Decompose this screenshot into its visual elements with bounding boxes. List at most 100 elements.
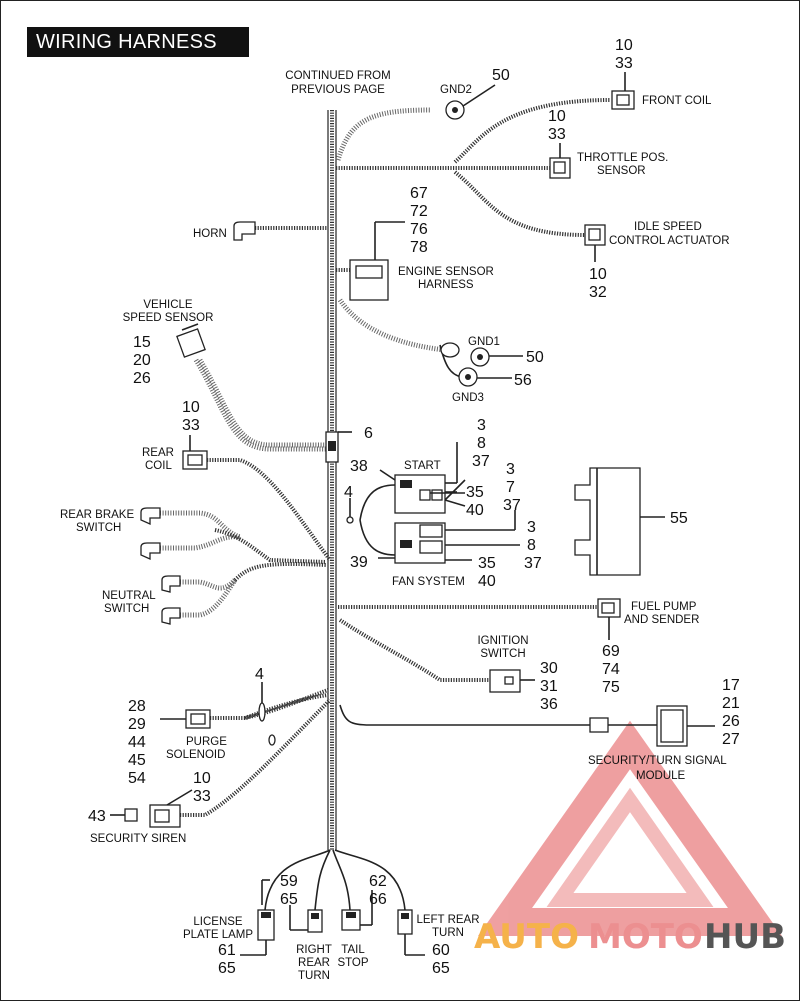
- purge-ref-1: 28: [128, 698, 146, 715]
- idle-wire: [453, 170, 586, 237]
- relay-38-ref: 38: [350, 458, 368, 475]
- rear-coil-ref-1: 10: [182, 399, 200, 416]
- engine-ref-3: 76: [410, 221, 428, 238]
- watermark-logo: [477, 720, 783, 936]
- fuel-pump-ref-3: 75: [602, 679, 620, 696]
- license-label-2: PLATE LAMP: [183, 929, 253, 941]
- purge-wire: [210, 688, 329, 720]
- purge-label-1: PURGE: [186, 736, 227, 748]
- siren-ref-1: 10: [193, 770, 211, 787]
- engine-ref-1: 67: [410, 185, 428, 202]
- idle-ref-2: 32: [589, 284, 607, 301]
- fan-ref-2: 8: [527, 537, 536, 554]
- right-rear-label-2: REAR: [298, 957, 330, 969]
- fan-39-ref: 39: [350, 554, 368, 571]
- rear-brake-connector-1: [140, 507, 161, 526]
- watermark-auto: AUTO: [474, 917, 579, 957]
- rear-brake-connector-2: [140, 542, 161, 561]
- gnd3-ref: 56: [514, 372, 532, 389]
- right-rear-label-1: RIGHT: [296, 944, 332, 956]
- module-55: [574, 467, 665, 576]
- speed-label-1: VEHICLE: [143, 299, 193, 311]
- front-coil-label: FRONT COIL: [642, 95, 712, 107]
- fuel-pump-ref-1: 69: [602, 643, 620, 660]
- security-module-ref-2: 21: [722, 695, 740, 712]
- fan-ref-1: 3: [527, 519, 536, 536]
- start-label: START: [404, 460, 441, 472]
- speed-sensor-connector: [176, 328, 206, 358]
- relay-right-ref-1: 3: [506, 461, 515, 478]
- rear-brake-label-1: REAR BRAKE: [60, 509, 134, 521]
- throttle-ref-1: 10: [548, 108, 566, 125]
- start-ref-2: 8: [477, 435, 486, 452]
- gnd2-wire: [335, 107, 431, 161]
- security-module-ref-1: 17: [722, 677, 740, 694]
- fuel-pump-label-1: FUEL PUMP: [631, 601, 697, 613]
- right-rear-label-3: TURN: [298, 970, 330, 982]
- right-rear-ref-2: 65: [280, 891, 298, 908]
- rear-coil-label-2: COIL: [145, 460, 172, 472]
- engine-ref-4: 78: [410, 239, 428, 256]
- security-module-ref-4: 27: [722, 731, 740, 748]
- throttle-label-2: SENSOR: [597, 165, 646, 177]
- relay-4-ref: 4: [344, 484, 353, 501]
- gnd-wire: [337, 298, 446, 353]
- idle-label-1: IDLE SPEED: [634, 221, 702, 233]
- front-coil-ref-1: 10: [615, 37, 633, 54]
- left-rear-ref-2: 65: [432, 960, 450, 977]
- speed-ref-2: 20: [133, 352, 151, 369]
- tail-ref-1: 62: [369, 873, 387, 890]
- fan-ref-3: 37: [524, 555, 542, 572]
- clip-4-ref: 4: [255, 666, 264, 683]
- ignition-ref-3: 36: [540, 696, 558, 713]
- connector-6-ref: 6: [364, 425, 373, 442]
- start-ref-1: 3: [477, 417, 486, 434]
- ignition-ref-2: 31: [540, 678, 558, 695]
- ignition-label-2: SWITCH: [480, 648, 525, 660]
- rear-brake-label-2: SWITCH: [76, 522, 121, 534]
- purge-ref-5: 54: [128, 770, 146, 787]
- fuel-pump-ref-2: 74: [602, 661, 620, 678]
- start-ref-3: 37: [472, 453, 490, 470]
- security-module-ref-3: 26: [722, 713, 740, 730]
- continued-label-1: CONTINUED FROM: [285, 70, 390, 82]
- neutral-connector-1: [161, 575, 181, 593]
- gnd1-label: GND1: [468, 336, 500, 348]
- security-module-label-1: SECURITY/TURN SIGNAL: [588, 755, 727, 767]
- idle-label-2: CONTROL ACTUATOR: [609, 235, 730, 247]
- license-label-1: LICENSE: [193, 916, 243, 928]
- throttle-ref-2: 33: [548, 126, 566, 143]
- siren-wire: [180, 698, 332, 817]
- rear-coil-label-1: REAR: [142, 447, 174, 459]
- front-coil-ref-2: 33: [615, 55, 633, 72]
- ignition-ref-1: 30: [540, 660, 558, 677]
- engine-label-2: HARNESS: [418, 279, 474, 291]
- rear-coil-wire: [207, 458, 332, 562]
- security-module-wire: [339, 704, 590, 726]
- purge-ref-2: 29: [128, 716, 146, 733]
- relay-block: [346, 442, 520, 564]
- left-rear-label-1: LEFT REAR: [416, 914, 479, 926]
- fan-bottom-ref-1: 35: [478, 555, 496, 572]
- engine-ref-2: 72: [410, 203, 428, 220]
- tail-ref-2: 66: [369, 891, 387, 908]
- speed-sensor-wire: [197, 358, 326, 448]
- relay-right-ref-3: 37: [503, 497, 521, 514]
- speed-ref-3: 26: [133, 370, 151, 387]
- module-55-ref: 55: [670, 510, 688, 527]
- siren-left-ref: 43: [88, 808, 106, 825]
- ignition-wire: [338, 618, 490, 682]
- license-ref-1: 61: [218, 942, 236, 959]
- left-rear-label-2: TURN: [432, 927, 464, 939]
- purge-ref-4: 45: [128, 752, 146, 769]
- neutral-switch-wire: [180, 578, 237, 591]
- ignition-label-1: IGNITION: [477, 635, 528, 647]
- speed-ref-1: 15: [133, 334, 151, 351]
- gnd2-label: GND2: [440, 84, 472, 96]
- engine-label-1: ENGINE SENSOR: [398, 266, 494, 278]
- watermark-hub: HUB: [704, 917, 786, 957]
- throttle-label-1: THROTTLE POS.: [577, 152, 668, 164]
- neutral-connector-2: [161, 607, 181, 625]
- security-module-label-2: MODULE: [636, 770, 686, 782]
